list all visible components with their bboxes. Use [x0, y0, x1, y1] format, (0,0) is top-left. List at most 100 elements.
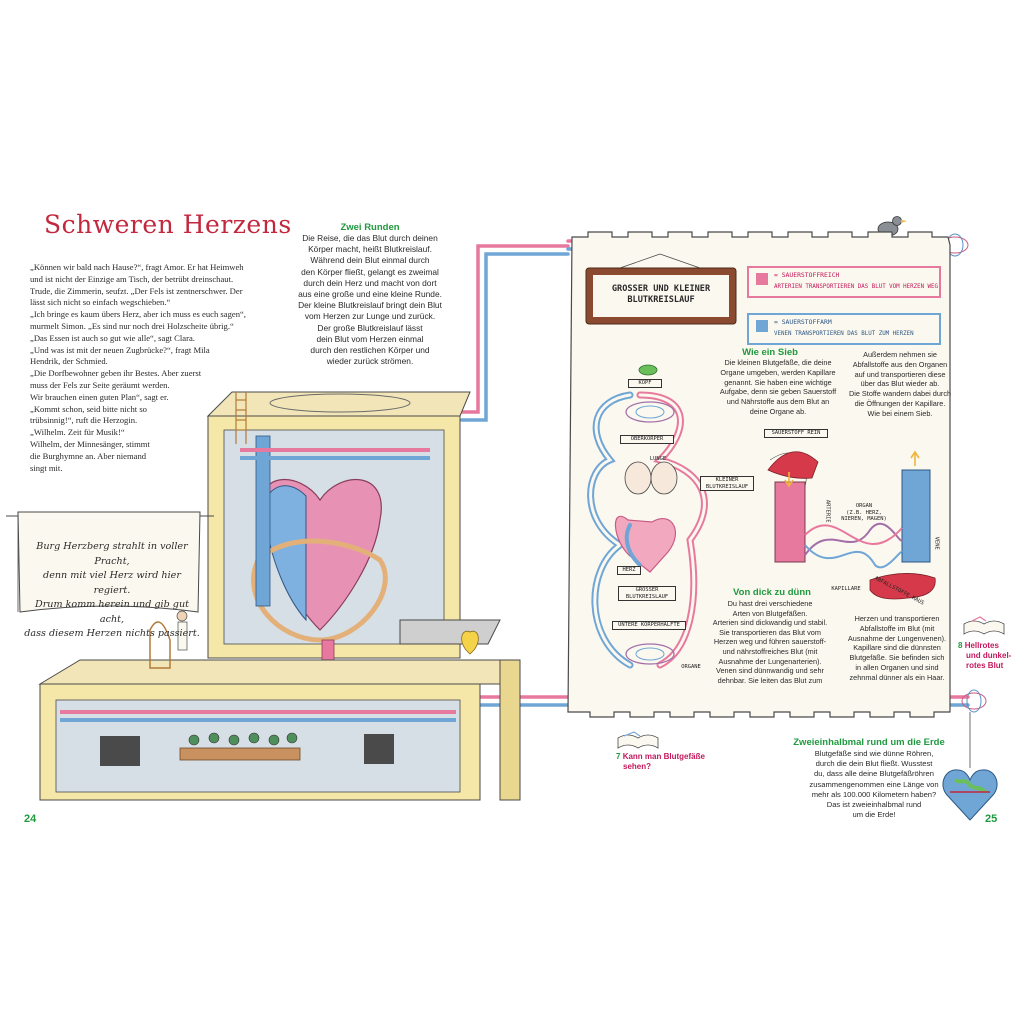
dick-line: Abfallstoffe im Blut (mit	[859, 623, 935, 633]
label-lunge: LUNGE	[649, 456, 667, 462]
story-line: muss der Fels zur Seite geräumt werden.	[30, 379, 170, 390]
ref-7-text: sehen?	[623, 762, 652, 771]
page-number-left: 24	[24, 813, 37, 825]
book-icon-7	[617, 731, 659, 749]
erde-line: mehr als 100.000 Kilometern haben?	[811, 789, 937, 799]
dick-line: Herzen weg und führen sauerstoff-	[713, 637, 827, 647]
sieb-line: Aufgabe, denn sie geben Sauerstoff	[719, 387, 837, 397]
story-line: „Wilhelm. Zeit für Musik!“	[30, 427, 125, 438]
zwei-runden-line: aus eine große und eine kleine Runde.	[298, 289, 442, 300]
erde-line: um die Erde!	[852, 810, 896, 820]
sieb-line: deine Organe ab.	[749, 406, 807, 416]
zwei-runden-line: Während dein Blut einmal durch	[310, 255, 430, 266]
sieb-line: Die Stoffe wandern dabei durch	[848, 389, 952, 399]
label-kleiner-box: KLEINER BLUTKREISLAUF	[700, 476, 754, 491]
dick-line: Du hast drei verschiedene	[727, 599, 813, 608]
story-line: murmelt Simon. „Es sind nur noch drei Ho…	[30, 320, 234, 331]
dick-line: Herzen und transportieren	[854, 614, 940, 623]
label-kapillare: KAPILLARE	[831, 586, 861, 592]
erde-line: zusammengenommen eine Länge von	[809, 779, 939, 789]
castle-illustration	[38, 391, 521, 801]
dick-line: Sie transportieren das Blut vom	[719, 627, 821, 637]
zwei-runden-line: Der große Blutkreislauf lässt	[317, 322, 423, 333]
story-line: „Können wir bald nach Hause?“, fragt Amo…	[30, 262, 244, 272]
dick-line: und nährstoffreiches Blut (mit	[722, 646, 818, 656]
label-organe: ORGANE	[681, 664, 701, 670]
label-grosser: BLUTKREISLAUF	[625, 593, 669, 600]
label-organ: (Z.B. HERZ,	[846, 509, 882, 516]
story-line: „Das Essen ist auch so gut wie alle“, sa…	[30, 332, 195, 343]
story-line: lässt sich nicht so einfach wegschieben.…	[30, 297, 171, 308]
sieb-line: über das Blut wieder ab.	[860, 379, 940, 389]
zwei-runden-heading: Zwei Runden	[340, 222, 400, 233]
dick-line: Blutgefäße. Sie befinden sich	[849, 653, 945, 663]
banner-line: Burg Herzberg strahlt in voller Pracht,	[36, 541, 188, 567]
label-grosser-box: GROSSER BLUTKREISLAUF	[618, 586, 676, 601]
dick-line: Arterien sind dickwandig und stabil.	[712, 618, 828, 628]
dick-line: zehnmal dünner als ein Haar.	[849, 672, 945, 682]
sign-line: GROSSER UND KLEINER	[611, 284, 711, 294]
story-line: und ist nicht der Einzige am Tisch, der …	[30, 273, 234, 284]
ref-8-number: 8	[958, 641, 963, 650]
banner-line: Drum komm herein und gib gut acht,	[35, 599, 189, 625]
zwei-runden-line: dein Blut vom Herzen einmal	[316, 333, 424, 344]
ref-7[interactable]: 7 Kann man Blutgefäße sehen?	[616, 752, 726, 772]
sieb-line: Die kleinen Blutgefäße, die deine	[724, 358, 832, 367]
zwei-runden-line: Der kleine Blutkreislauf bringt dein Blu…	[298, 300, 442, 311]
story-line: singt mit.	[30, 462, 63, 473]
banner-scroll	[6, 511, 214, 613]
banner-line: dass diesem Herzen nichts passiert.	[24, 628, 200, 639]
label-kleiner: BLUTKREISLAUF	[705, 483, 749, 490]
label-herz: HERZ	[617, 566, 641, 575]
label-organ-box: ORGAN (Z.B. HERZ, NIEREN, MAGEN)	[836, 503, 892, 523]
label-sauerstoff-rein: SAUERSTOFF REIN	[764, 429, 828, 438]
capillary-closeup	[767, 450, 936, 600]
erde-line: Das ist zweieinhalbmal rund	[826, 800, 922, 810]
erde-line: Blutgefäße sind wie dünne Röhren,	[814, 749, 934, 758]
zwei-runden-box: Zwei Runden Die Reise, die das Blut durc…	[292, 222, 448, 367]
zwei-runden-line: vom Herzen zur Lunge und zurück.	[304, 311, 436, 322]
story-line: trübsinnig!“, ruft die Herzogin.	[30, 415, 138, 426]
story-line: „Und was ist mit der neuen Zugbrücke?“, …	[30, 344, 210, 355]
label-kleiner: KLEINER	[715, 477, 739, 483]
heart-globe-icon	[942, 712, 998, 821]
story-line: „Kommt schon, seid bitte nicht so	[30, 403, 147, 414]
sieb-line: Wie bei einem Sieb.	[867, 408, 933, 418]
legend-red-label: = SAUERSTOFFREICH	[774, 271, 840, 279]
zwei-runden-line: wieder zurück strömen.	[326, 356, 414, 367]
dick-line: Kapillare sind die dünnsten	[853, 643, 941, 653]
dick-line: Ausnahme der Lungenarterien).	[718, 656, 822, 666]
banner-line: denn mit viel Herz wird hier regiert.	[43, 570, 181, 596]
erde-box: Blutgefäße sind wie dünne Röhren, durch …	[794, 749, 954, 820]
erde-heading: Zweieinhalbmal rund um die Erde	[793, 737, 945, 748]
story-line: „Die Dorfbewohner geben ihr Bestes. Aber…	[30, 368, 202, 379]
legend-boxes	[747, 266, 941, 345]
story-line: Trude, die Zimmerin, seufzt. „Der Fels i…	[30, 285, 243, 296]
sieb-line: Organe umgeben, werden Kapillare	[720, 367, 836, 377]
dick-line: Venen sind dünnwandig und sehr	[716, 666, 824, 676]
zwei-runden-line: Körper macht, heißt Blutkreislauf.	[308, 244, 432, 255]
sieb-line: und Nährstoffe aus dem Blut an	[726, 397, 830, 407]
wie-ein-sieb-left: Die kleinen Blutgefäße, die deine Organe…	[716, 358, 840, 417]
label-grosser: GROSSER	[635, 587, 659, 593]
erde-line: du, dass alle deine Blutgefäßröhren	[814, 769, 934, 779]
label-untere: UNTERE KÖRPERHÄLFTE	[612, 621, 686, 630]
von-dick-right: Herzen und transportieren Abfallstoffe i…	[842, 614, 952, 683]
ref-7-number: 7	[616, 752, 621, 761]
sieb-line: genannt. Sie haben eine wichtige	[724, 377, 832, 387]
ref-8-text: und dunkel-	[966, 651, 1012, 660]
dick-line: Ausnahme der Lungenvenen).	[847, 633, 947, 643]
zwei-runden-line: den Körper fließt, gelangt es zweimal	[301, 266, 439, 277]
circulation-diagram	[587, 364, 708, 669]
label-organ: NIEREN, MAGEN)	[841, 516, 887, 522]
ref-8-text: rotes Blut	[966, 661, 1004, 670]
von-dick-left: Du hast drei verschiedene Arten von Blut…	[706, 599, 834, 685]
ref-8[interactable]: 8 Hellrotes und dunkel- rotes Blut	[958, 641, 1024, 671]
banner-verse: Burg Herzberg strahlt in voller Pracht, …	[24, 540, 200, 642]
wie-ein-sieb-heading: Wie ein Sieb	[742, 347, 798, 358]
sign-line: BLUTKREISLAUF	[627, 295, 695, 305]
story-line: die Burghymne an. Aber niemand	[30, 450, 147, 461]
zwei-runden-line: Die Reise, die das Blut durch deinen	[302, 233, 438, 243]
story-line: Wir brauchen einen guten Plan“, sagt er.	[30, 391, 169, 402]
